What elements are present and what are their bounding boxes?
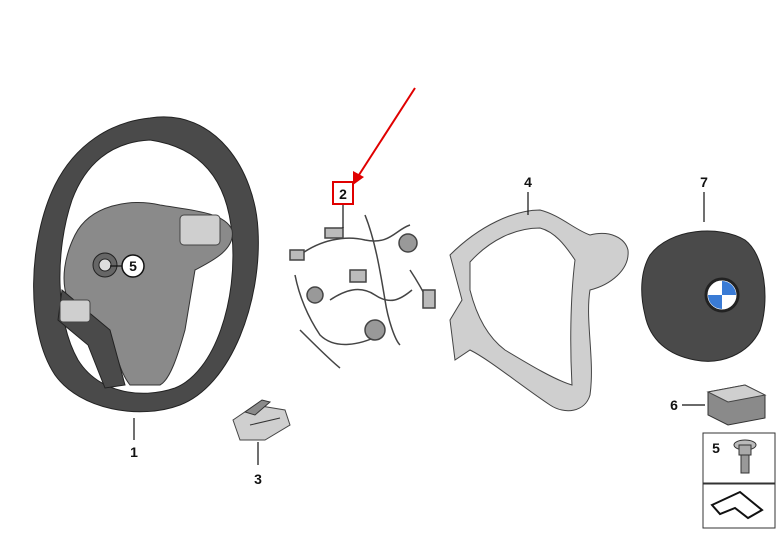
trim-cover-part[interactable] [449, 209, 629, 412]
kit-symbol-box [702, 483, 776, 529]
svg-text:6: 6 [670, 397, 678, 413]
callout-7[interactable]: 7 [700, 174, 708, 222]
wiring-harness-part[interactable] [289, 214, 436, 369]
steering-wheel-rim [33, 116, 259, 413]
svg-text:2: 2 [339, 186, 347, 202]
pad-part[interactable] [706, 384, 767, 426]
svg-text:3: 3 [254, 471, 262, 487]
callout-3[interactable]: 3 [254, 442, 262, 487]
kit-symbol-icon [710, 490, 764, 520]
bolt-icon [733, 439, 757, 474]
callout-1[interactable]: 1 [130, 418, 138, 460]
svg-text:4: 4 [524, 174, 532, 190]
steering-wheel-part[interactable] [33, 116, 259, 413]
svg-text:1: 1 [130, 444, 138, 460]
bracket-part[interactable] [232, 399, 291, 441]
callout-2-highlighted[interactable]: 2 [332, 181, 354, 228]
highlight-box [332, 181, 354, 205]
svg-text:7: 7 [700, 174, 708, 190]
callout-5-wheel[interactable]: 5 [110, 254, 145, 278]
svg-text:5: 5 [129, 258, 137, 274]
red-arrow-icon [353, 87, 416, 185]
airbag-module-part[interactable] [641, 230, 766, 362]
svg-text:5: 5 [712, 440, 720, 456]
hub-bore [98, 258, 112, 272]
right-switch-block [179, 214, 221, 246]
left-switch-block [59, 299, 91, 323]
callout-6[interactable]: 6 [670, 397, 705, 413]
callout-4[interactable]: 4 [524, 174, 532, 215]
bolt-box[interactable]: 5 [702, 432, 776, 484]
